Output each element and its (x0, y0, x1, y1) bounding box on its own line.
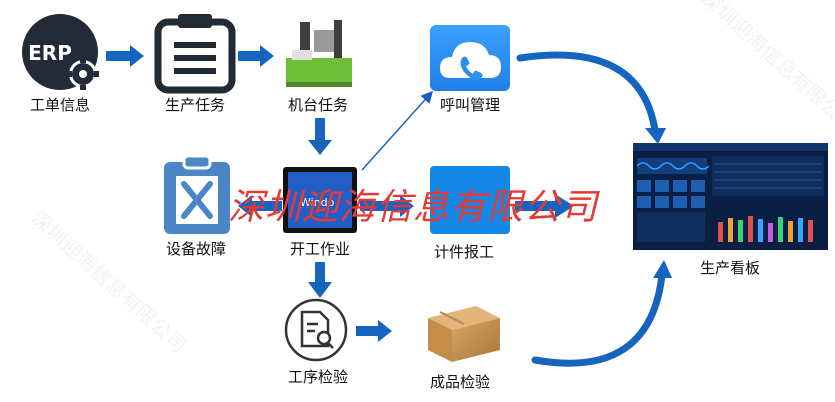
arrow-right (238, 45, 274, 67)
node-label-start-work: 开工作业 (289, 240, 351, 258)
arrow-right (106, 45, 144, 67)
arrow-right (515, 194, 574, 218)
wrench-clipboard-icon (164, 154, 230, 234)
node-label-erp: 工单信息 (29, 96, 91, 114)
arrow-down (308, 262, 332, 298)
node-label-piece-report: 计件报工 (433, 243, 495, 261)
dashboard-screen (633, 143, 828, 250)
node-label-equipment-fault: 设备故障 (165, 240, 227, 258)
piece-report-icon (430, 166, 510, 234)
node-label-product-inspection: 成品检验 (429, 373, 491, 391)
curved-arrows (516, 51, 672, 367)
svg-text:ERP: ERP (28, 41, 72, 65)
clipboard-icon (154, 14, 236, 94)
arrow-left (238, 195, 282, 217)
svg-text:Windo: Windo (300, 196, 335, 209)
company-watermark: 深圳迎海信息有限公司 (228, 187, 599, 228)
arrow-thin (361, 90, 434, 171)
node-label-call-management: 呼叫管理 (439, 96, 501, 114)
inspection-document-icon (284, 298, 348, 362)
arrow-right (356, 320, 392, 342)
flow-arrows (106, 45, 574, 342)
machine-icon (286, 20, 352, 87)
phone-cloud-icon (430, 25, 510, 91)
arrow-down (308, 118, 332, 155)
node-label-machine-task: 机台任务 (287, 96, 349, 114)
box-icon (428, 306, 500, 362)
arrow-right (360, 195, 414, 217)
bg-watermark: 深圳迎海信息有限公司 (697, 0, 835, 138)
node-label-process-inspection: 工序检验 (287, 368, 349, 386)
node-label-production-task: 生产任务 (164, 96, 226, 114)
erp-icon: ERP (22, 14, 99, 90)
node-label-production-board: 生产看板 (699, 259, 761, 277)
tablet-icon: Windo (283, 167, 357, 233)
